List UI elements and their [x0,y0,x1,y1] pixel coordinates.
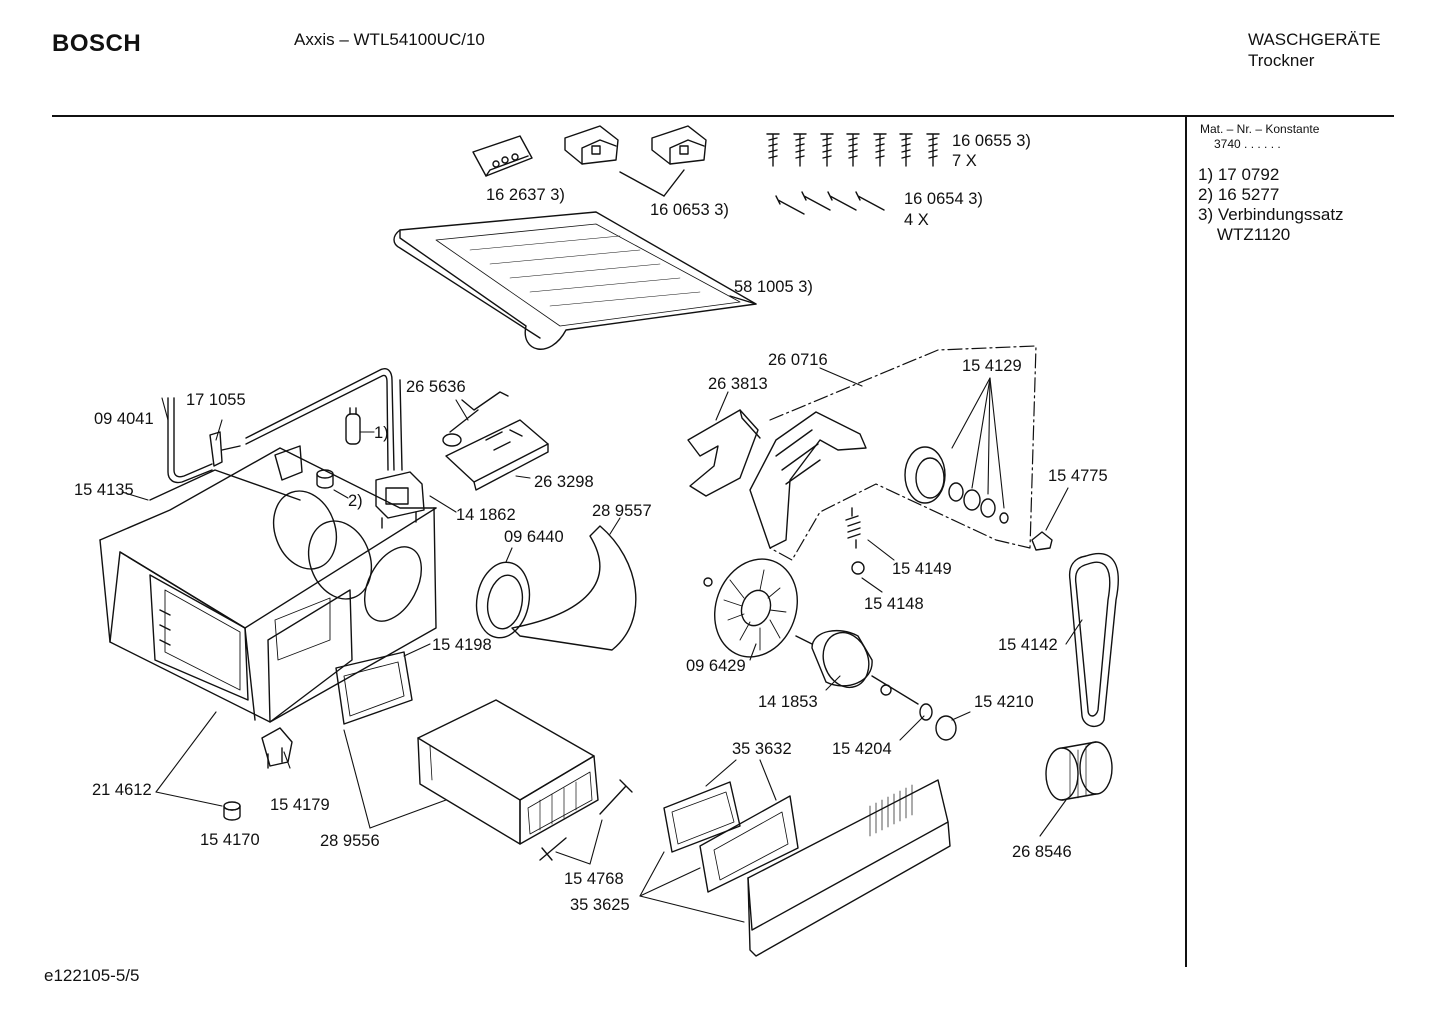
part-label: 09 4041 [94,410,154,428]
category-subtitle: Trockner [1248,51,1315,70]
clip-drawing [261,727,293,769]
cap-nut-drawing [1031,531,1053,551]
part-label: 16 0653 3) [650,201,729,219]
model-title: Axxis – WTL54100UC/10 [294,30,485,49]
part-label: 58 1005 3) [734,278,813,296]
foot-drawing [223,801,241,821]
belt-drawing [1068,552,1119,727]
footnote-3: 3) Verbindungssatz [1198,205,1344,224]
part-label: 09 6429 [686,657,746,675]
part-label: 7 X [952,152,977,170]
part-label: 16 0655 3) [952,132,1031,150]
part-label: 14 1853 [758,693,818,711]
hinge-bracket-left-drawing [564,125,619,165]
screws-4x-drawing [775,191,885,215]
header-divider [52,115,1394,117]
mat-heading: Mat. – Nr. – Konstante [1200,122,1320,136]
relay-drawing [375,471,425,529]
base-frame-drawing [99,445,437,723]
part-label: 21 4612 [92,781,152,799]
part-label: 15 4148 [864,595,924,613]
fan-wheel-drawing [703,558,798,658]
bearing-drawing [919,703,957,741]
part-label: 26 5636 [406,378,466,396]
gasket-ring-drawing [475,561,531,639]
part-label: 28 9556 [320,832,380,850]
part-label: 15 4210 [974,693,1034,711]
part-label: 28 9557 [592,502,652,520]
spring-drawing [845,507,865,575]
part-label: 16 2637 3) [486,186,565,204]
part-label: 1) [374,424,389,442]
part-label: 15 4142 [998,636,1058,654]
footnote-1: 1) 17 0792 [1198,165,1280,184]
part-label: 4 X [904,211,929,229]
part-label: 15 4149 [892,560,952,578]
leader-lines [121,367,1083,923]
front-panel-drawing [747,779,951,957]
part-label: 2) [348,492,363,510]
part-labels: 16 0655 3) 7 X 16 2637 3) 16 0653 3) 16 … [74,132,1108,914]
part-label: 09 6440 [504,528,564,546]
screws-7x-drawing [766,133,940,167]
part-label: 15 4775 [1048,467,1108,485]
assembly-group-outline [769,345,1037,561]
part-label: 26 8546 [1012,843,1072,861]
curved-seal-drawing [511,525,637,651]
motor-bracket-drawing [749,411,867,549]
document-id: e122105-5/5 [44,966,140,985]
cap-part-drawing [316,469,334,489]
part-label: 15 4170 [200,831,260,849]
part-label: 35 3625 [570,896,630,914]
part-label: 16 0654 3) [904,190,983,208]
drum-roller-drawing [1045,741,1113,801]
footnote-2: 2) 16 5277 [1198,185,1280,204]
mount-bracket-drawing [687,409,761,497]
footnote-3-cont: WTZ1120 [1198,225,1291,244]
part-label: 35 3632 [732,740,792,758]
brand-logo: BOSCH [52,30,142,57]
door-frame-drawing [699,795,799,893]
pcb-drawing [445,419,549,491]
part-label: 15 4179 [270,796,330,814]
capacitor-drawing [345,407,361,445]
bracket-plate-drawing [472,135,533,177]
part-label: 26 3298 [534,473,594,491]
instruction-sheet-drawing [393,211,757,350]
part-label: 15 4768 [564,870,624,888]
category-title: WASCHGERÄTE [1248,30,1381,49]
drive-motor-drawing [795,629,919,705]
lint-filter-drawing [417,699,599,845]
filter-frame-drawing [335,651,413,725]
hinge-bracket-right-drawing [651,125,707,165]
part-label: 15 4198 [432,636,492,654]
sidebar-divider [1185,117,1187,967]
part-label: 17 1055 [186,391,246,409]
screw-pair-drawing [539,779,633,861]
mat-value: 3740 . . . . . . [1214,137,1281,151]
part-label: 14 1862 [456,506,516,524]
hoses-drawing [167,368,403,484]
part-label: 15 4135 [74,481,134,499]
part-label: 15 4129 [962,357,1022,375]
part-label: 15 4204 [832,740,892,758]
pulley-drawing [904,446,1009,524]
seal-frame-drawing [663,781,741,853]
part-label: 26 3813 [708,375,768,393]
part-label: 26 0716 [768,351,828,369]
sensor-drawing [442,391,509,447]
